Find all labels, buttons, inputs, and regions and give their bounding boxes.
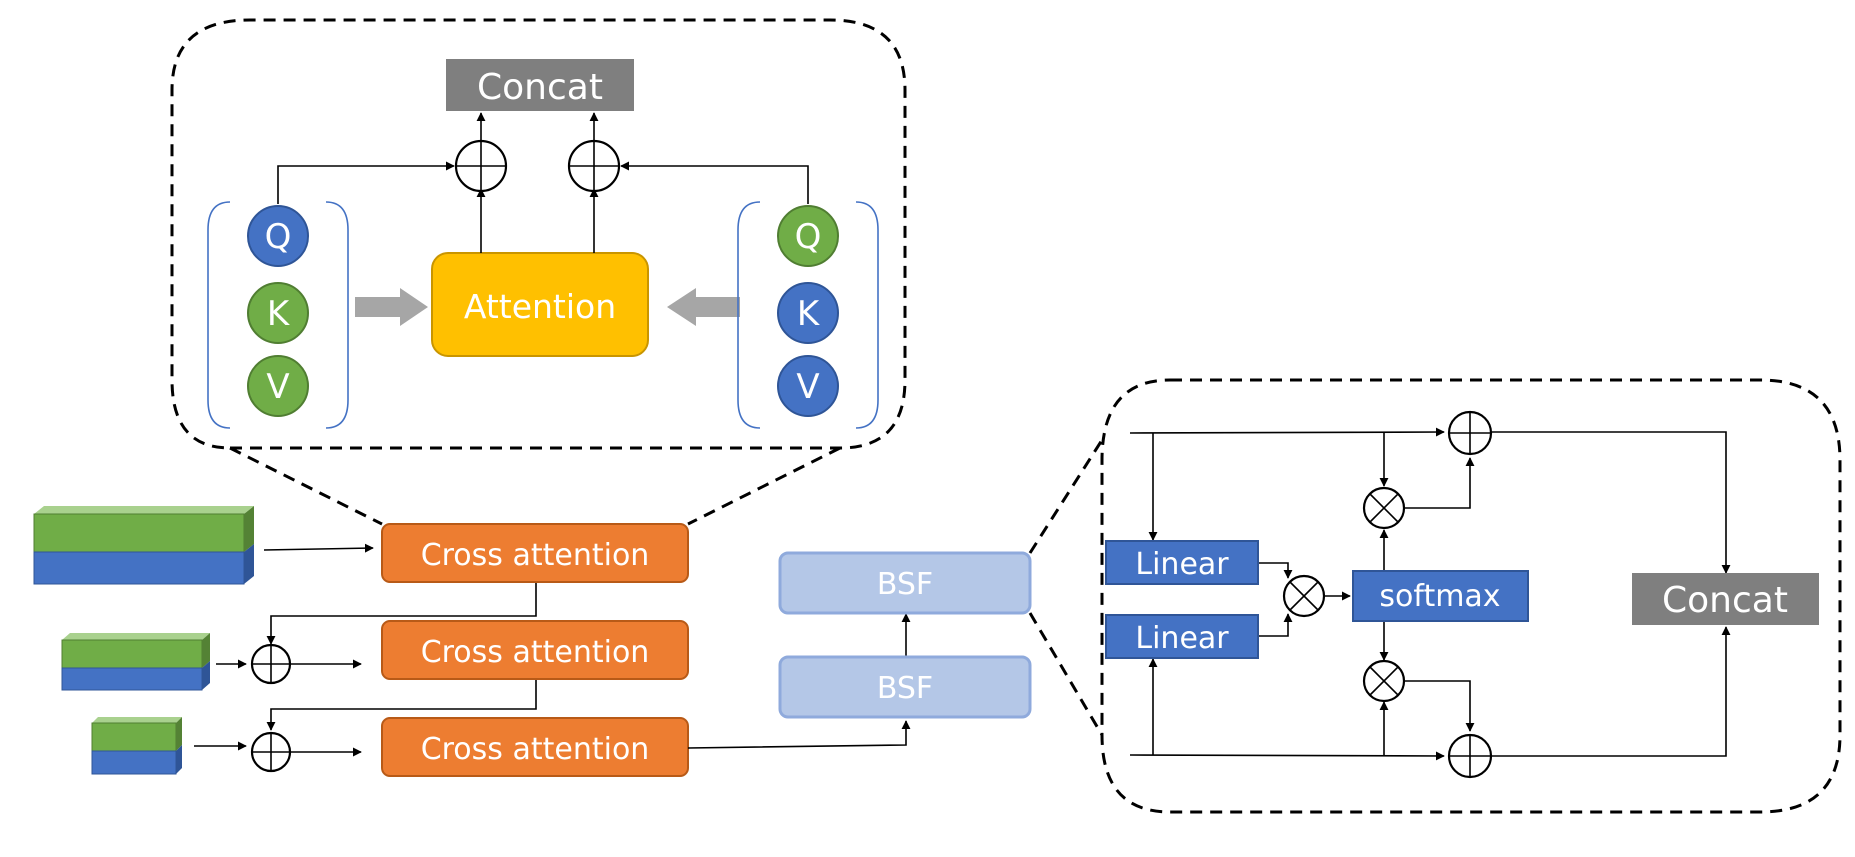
zoom-line-left	[229, 446, 383, 526]
cross-attention-detail: Concat Attention	[170, 18, 907, 526]
attention-box: Attention	[431, 252, 649, 357]
input-arrow-1	[263, 543, 374, 553]
linear2-to-mul	[1258, 613, 1293, 637]
q-left-skip	[277, 161, 455, 204]
right-k-label: K	[797, 294, 821, 334]
add-op-main-2	[250, 731, 292, 773]
left-q-circle: Q	[247, 205, 309, 267]
right-k-circle: K	[777, 282, 839, 344]
left-v-circle: V	[247, 355, 309, 417]
right-q-circle: Q	[777, 205, 839, 267]
bsf-callout-border	[1100, 378, 1842, 814]
feature-block-small	[91, 717, 182, 775]
concat-box-bsf: Concat	[1632, 573, 1819, 625]
bsf-detail: Linear Linear softmax Concat	[1028, 378, 1842, 814]
linear-box-2: Linear	[1105, 614, 1259, 659]
bsf-box-lower: BSF	[778, 655, 1032, 719]
left-k-label: K	[267, 294, 291, 334]
add-op-right	[567, 139, 621, 193]
right-q-label: Q	[795, 217, 822, 257]
bsf-label-upper: BSF	[877, 567, 933, 602]
add-op-bsf-top	[1447, 410, 1493, 456]
concat-label-top: Concat	[477, 67, 603, 108]
concat-box-top: Concat	[446, 59, 634, 111]
concat-label-bsf: Concat	[1662, 580, 1788, 621]
multiply-op-center	[1282, 574, 1326, 618]
cross-attention-label-1: Cross attention	[421, 538, 650, 573]
bsf-label-lower: BSF	[877, 671, 933, 706]
left-q-label: Q	[265, 217, 292, 257]
qkv-right-group: QKV	[777, 205, 839, 417]
feature-block-medium	[61, 633, 210, 691]
add-op-left	[454, 139, 508, 193]
left-k-circle: K	[247, 282, 309, 344]
linear-label-1: Linear	[1135, 547, 1229, 582]
cross-attention-box-1: Cross attention	[381, 523, 689, 583]
gray-arrow-left	[355, 288, 428, 326]
mul-top-to-add-top	[1404, 457, 1475, 509]
attention-label: Attention	[464, 287, 616, 326]
top-input-to-add	[1129, 427, 1445, 437]
main-flow: Cross attention Cross attention Cross at…	[33, 506, 1032, 777]
left-group-bracket-close	[325, 201, 349, 429]
ca2-to-add	[266, 679, 537, 731]
right-v-label: V	[796, 367, 819, 407]
qkv-left-group: QKV	[247, 205, 309, 417]
bottom-input-to-add	[1129, 751, 1445, 761]
right-group-bracket-close	[855, 201, 879, 429]
ca3-to-bsf	[687, 720, 911, 749]
linear-label-2: Linear	[1135, 621, 1229, 656]
right-v-circle: V	[777, 355, 839, 417]
left-group-bracket-open	[207, 201, 231, 429]
linear-box-1: Linear	[1105, 540, 1259, 585]
q-right-skip	[620, 161, 809, 204]
zoom-line-right	[687, 446, 841, 526]
detail-callout-border	[170, 18, 907, 450]
linear1-to-mul	[1258, 562, 1293, 579]
gray-arrow-right	[667, 288, 740, 326]
ca1-to-add	[266, 582, 537, 645]
cross-attention-box-3: Cross attention	[381, 717, 689, 777]
softmax-label: softmax	[1379, 579, 1500, 614]
add-op-bsf-bottom	[1447, 733, 1493, 779]
add-top-to-concat	[1488, 431, 1731, 574]
multiply-op-bottom	[1362, 659, 1406, 703]
cross-attention-label-2: Cross attention	[421, 635, 650, 670]
multiply-op-top	[1362, 486, 1406, 530]
left-v-label: V	[266, 367, 289, 407]
right-group-bracket-open	[737, 201, 761, 429]
cross-attention-label-3: Cross attention	[421, 732, 650, 767]
add-bottom-to-concat	[1488, 626, 1731, 757]
mul-bottom-to-add-bottom	[1404, 680, 1475, 732]
bsf-box-upper: BSF	[778, 551, 1032, 615]
bsf-zoom-line-bottom	[1028, 612, 1104, 736]
feature-block-large	[33, 506, 254, 585]
bsf-zoom-line-top	[1028, 439, 1104, 554]
cross-attention-box-2: Cross attention	[381, 620, 689, 680]
add-op-main-1	[250, 643, 292, 685]
softmax-box: softmax	[1352, 570, 1529, 622]
